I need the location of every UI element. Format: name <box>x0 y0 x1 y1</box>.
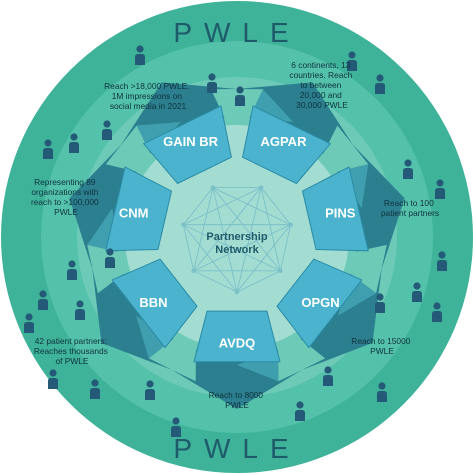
annotation-pins: Reach to 100 patient partners <box>381 198 439 218</box>
center-label-line1: Partnership <box>206 231 267 243</box>
network-point <box>258 185 264 190</box>
network-line <box>212 187 291 226</box>
partner-node-label: CNM <box>119 206 149 221</box>
person-icon <box>323 366 333 386</box>
person-icon <box>67 260 77 280</box>
person-icon <box>69 133 79 153</box>
annotation-agpar: 6 continents, 13 countries. Reach to bet… <box>289 60 354 110</box>
partner-node-shape <box>193 310 281 363</box>
network-line <box>183 224 238 293</box>
person-icon <box>171 417 181 437</box>
partner-node-shape <box>111 258 198 349</box>
network-line <box>193 187 262 272</box>
partner-node-label: BBN <box>139 295 167 310</box>
person-icon <box>145 380 155 400</box>
person-icon <box>90 379 100 399</box>
person-icon <box>48 369 58 389</box>
person-icon <box>38 290 48 310</box>
network-point <box>278 268 283 274</box>
network-line <box>279 224 292 271</box>
partner-node-label: OPGN <box>301 295 339 310</box>
network-line <box>193 270 238 293</box>
person-icon <box>347 51 357 71</box>
person-icon <box>377 382 387 402</box>
partner-node-shape <box>301 166 369 252</box>
network-point <box>210 185 216 190</box>
network-line <box>183 187 214 225</box>
partner-node-shape <box>142 105 232 185</box>
network-line <box>182 224 195 271</box>
person-icon <box>75 300 85 320</box>
annotation-bbn: 42 patient partners; Reaches thousands o… <box>34 336 110 366</box>
network-point <box>191 268 196 274</box>
network-line <box>236 270 281 293</box>
network-line <box>212 187 281 272</box>
person-icon <box>105 248 115 268</box>
network-line <box>260 187 291 225</box>
partner-node-label: AGPAR <box>260 134 307 149</box>
network-line <box>236 224 291 293</box>
arrow-facet <box>136 315 174 359</box>
title-bottom: PWLE <box>173 433 300 464</box>
person-icon <box>375 293 385 313</box>
annotation-opgn: Reach to 15000 PWLE <box>351 336 412 356</box>
network-line <box>183 187 262 226</box>
person-icon <box>135 45 145 65</box>
partner-nodes: GAIN BR AGPAR PINS OPGN AVDQ BBN CNM <box>105 105 369 363</box>
network-point <box>181 222 186 227</box>
person-icon <box>435 179 445 199</box>
partner-node-label: AVDQ <box>219 336 256 351</box>
network-line <box>212 187 238 293</box>
network-point <box>234 289 240 295</box>
person-icon <box>235 86 245 106</box>
center-label-line2: Network <box>215 244 259 256</box>
partner-node-shape <box>242 105 332 185</box>
network-line <box>183 224 281 272</box>
person-icon <box>412 282 422 302</box>
network-line <box>193 187 214 271</box>
annotation-avdq: Reach to 8000 PWLE <box>209 390 266 410</box>
annotation-gain-br: Reach >18,000 PWLE. 1M impressions on so… <box>104 81 192 111</box>
network-lines <box>181 185 293 295</box>
arrow-facet <box>337 274 377 316</box>
person-icon <box>24 313 34 333</box>
annotation-cnm: Representing 89 organizations with reach… <box>31 177 101 217</box>
partner-node-shape <box>276 258 363 349</box>
network-line <box>193 224 291 272</box>
network-line <box>236 187 262 293</box>
person-icon <box>43 139 53 159</box>
person-icon <box>102 120 112 140</box>
person-icon <box>207 73 217 93</box>
network-point <box>288 222 293 227</box>
people-icons <box>24 45 447 437</box>
partner-node-shape <box>105 166 173 252</box>
person-icon <box>432 302 442 322</box>
person-icon <box>403 159 413 179</box>
network-line <box>260 187 281 271</box>
title-top: PWLE <box>173 17 300 48</box>
person-icon <box>375 74 385 94</box>
partner-node-label: GAIN BR <box>163 134 219 149</box>
person-icon <box>437 251 447 271</box>
partner-node-label: PINS <box>325 206 356 221</box>
person-icon <box>295 401 305 421</box>
